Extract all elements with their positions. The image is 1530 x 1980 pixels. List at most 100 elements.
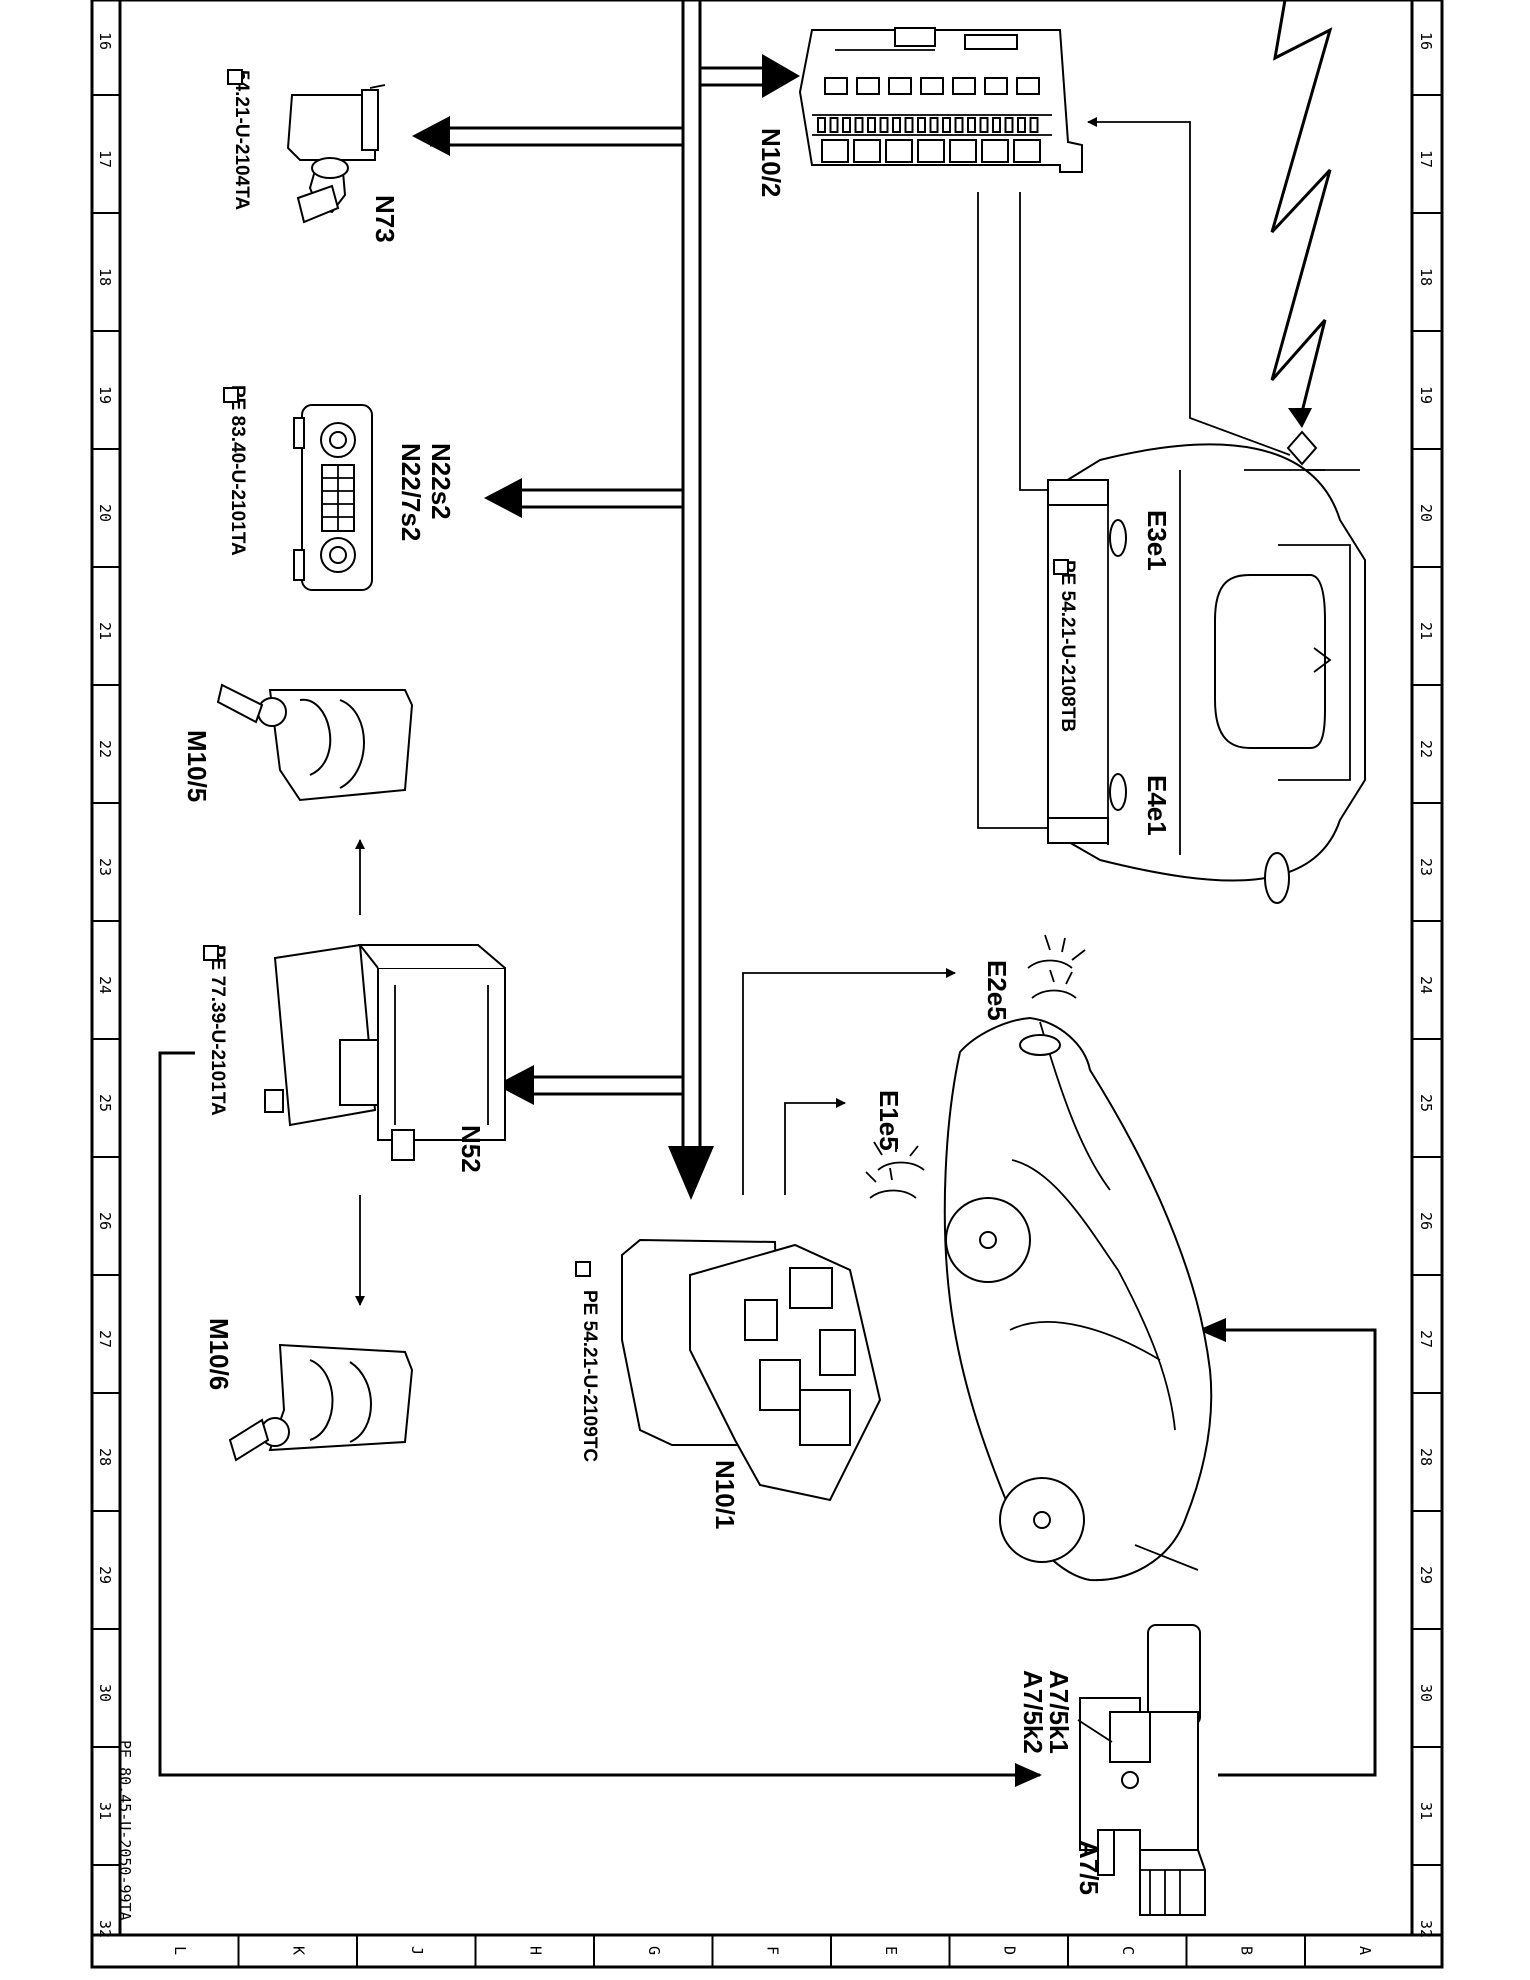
column-letter: C bbox=[1119, 1946, 1137, 1955]
connector-housing bbox=[949, 139, 977, 163]
row-number: 24 bbox=[1417, 976, 1435, 994]
column-letter: L bbox=[171, 1946, 189, 1955]
connector-housing bbox=[1013, 139, 1041, 163]
reference-symbol-icon bbox=[203, 945, 219, 961]
n52-control-module-icon bbox=[264, 943, 506, 1161]
n22-ref: PE 83.40-U-2101TA bbox=[227, 385, 248, 556]
connector-housing bbox=[821, 139, 849, 163]
connector-housing bbox=[981, 139, 1009, 163]
connector-housing bbox=[885, 139, 913, 163]
a7-5k2-label: A7/5k2 bbox=[1018, 1670, 1048, 1754]
column-letter: F bbox=[764, 1946, 782, 1955]
side-car-view-icon bbox=[943, 1016, 1213, 1582]
n73-ignition-switch-icon bbox=[286, 84, 386, 224]
m10-5-label: M10/5 bbox=[182, 730, 212, 802]
row-number: 29 bbox=[96, 1566, 114, 1584]
n73-ref: 54.21-U-2104TA bbox=[231, 70, 252, 210]
connector-socket bbox=[856, 77, 880, 95]
connector-pin bbox=[842, 117, 851, 133]
row-number: 16 bbox=[96, 32, 114, 50]
n22-climate-control-panel-icon bbox=[293, 404, 373, 591]
connector-pin bbox=[892, 117, 901, 133]
reference-symbol-icon bbox=[223, 387, 239, 403]
n52-label: N52 bbox=[456, 1125, 486, 1173]
row-number: 22 bbox=[96, 740, 114, 758]
row-number: 18 bbox=[96, 268, 114, 286]
row-number: 17 bbox=[96, 150, 114, 168]
row-number: 25 bbox=[1417, 1094, 1435, 1112]
row-number: 19 bbox=[1417, 386, 1435, 404]
reference-symbol-icon bbox=[575, 1261, 591, 1277]
connector-housing bbox=[853, 139, 881, 163]
column-letter: E bbox=[882, 1946, 900, 1955]
row-number: 27 bbox=[1417, 1330, 1435, 1348]
n10-1-sam-module-icon bbox=[621, 1238, 882, 1502]
row-number: 21 bbox=[96, 622, 114, 640]
row-number: 20 bbox=[1417, 504, 1435, 522]
e1e5-headlight-icon bbox=[865, 1140, 925, 1199]
row-number: 30 bbox=[96, 1684, 114, 1702]
row-number: 31 bbox=[96, 1802, 114, 1820]
row-number: 16 bbox=[1417, 32, 1435, 50]
radio-signal-symbol bbox=[1270, 0, 1333, 421]
connector-socket bbox=[1016, 77, 1040, 95]
connector-socket bbox=[920, 77, 944, 95]
n22s2-label: N22s2 bbox=[426, 443, 456, 520]
row-number: 18 bbox=[1417, 268, 1435, 286]
n10-1-ref: PE 54.21-U-2109TC bbox=[579, 1290, 600, 1462]
column-letter: G bbox=[645, 1946, 663, 1955]
row-number: 27 bbox=[96, 1330, 114, 1348]
e3e1-label: E3e1 bbox=[1142, 510, 1172, 571]
rear-car-view-icon bbox=[1047, 443, 1366, 904]
row-number: 30 bbox=[1417, 1684, 1435, 1702]
column-letter: J bbox=[408, 1946, 426, 1955]
e1e5-label: E1e5 bbox=[874, 1090, 904, 1151]
connector-socket bbox=[984, 77, 1008, 95]
connector-socket bbox=[952, 77, 976, 95]
a7-5-valve-unit-icon bbox=[1077, 1624, 1206, 1916]
rear-ref: PE 54.21-U-2108TB bbox=[1057, 560, 1078, 732]
column-letter: A bbox=[1356, 1946, 1374, 1955]
n73-label: N73 bbox=[370, 195, 400, 243]
column-letter: B bbox=[1238, 1946, 1256, 1955]
connector-pin bbox=[979, 117, 989, 133]
column-letter: D bbox=[1001, 1946, 1019, 1955]
connector-pin bbox=[904, 117, 914, 133]
row-number: 17 bbox=[1417, 150, 1435, 168]
connector-pin bbox=[1029, 117, 1039, 133]
row-number: 31 bbox=[1417, 1802, 1435, 1820]
column-letter: K bbox=[290, 1946, 308, 1955]
row-number: 25 bbox=[96, 1094, 114, 1112]
connector-pin bbox=[817, 117, 826, 133]
n52-a7-wire bbox=[158, 1051, 1040, 1777]
m10-6-motor-icon bbox=[228, 1343, 414, 1462]
row-number: 23 bbox=[1417, 858, 1435, 876]
connector-pin bbox=[1004, 117, 1014, 133]
e4e1-label: E4e1 bbox=[1142, 775, 1172, 836]
a7-5k1-label: A7/5k1 bbox=[1044, 1670, 1074, 1754]
connector-socket bbox=[824, 77, 848, 95]
row-number: 21 bbox=[1417, 622, 1435, 640]
e2e5-label: E2e5 bbox=[982, 960, 1012, 1021]
connector-pin bbox=[929, 117, 939, 133]
connector-pin bbox=[942, 117, 951, 133]
connector-pin bbox=[854, 117, 864, 133]
row-number: 28 bbox=[96, 1448, 114, 1466]
connector-socket bbox=[888, 77, 912, 95]
reference-symbol-icon bbox=[1053, 559, 1069, 575]
row-number: 20 bbox=[96, 504, 114, 522]
row-number: 28 bbox=[1417, 1448, 1435, 1466]
n10-2-label: N10/2 bbox=[756, 128, 786, 197]
row-number: 32 bbox=[1417, 1920, 1435, 1938]
row-number: 22 bbox=[1417, 740, 1435, 758]
connector-pin bbox=[867, 117, 876, 133]
a7-car-wire bbox=[1218, 1328, 1377, 1777]
row-number: 19 bbox=[96, 386, 114, 404]
connector-pin bbox=[1017, 117, 1026, 133]
row-number: 23 bbox=[96, 858, 114, 876]
row-number: 32 bbox=[96, 1920, 114, 1938]
n10-2-sam-module-icon bbox=[798, 27, 1083, 173]
